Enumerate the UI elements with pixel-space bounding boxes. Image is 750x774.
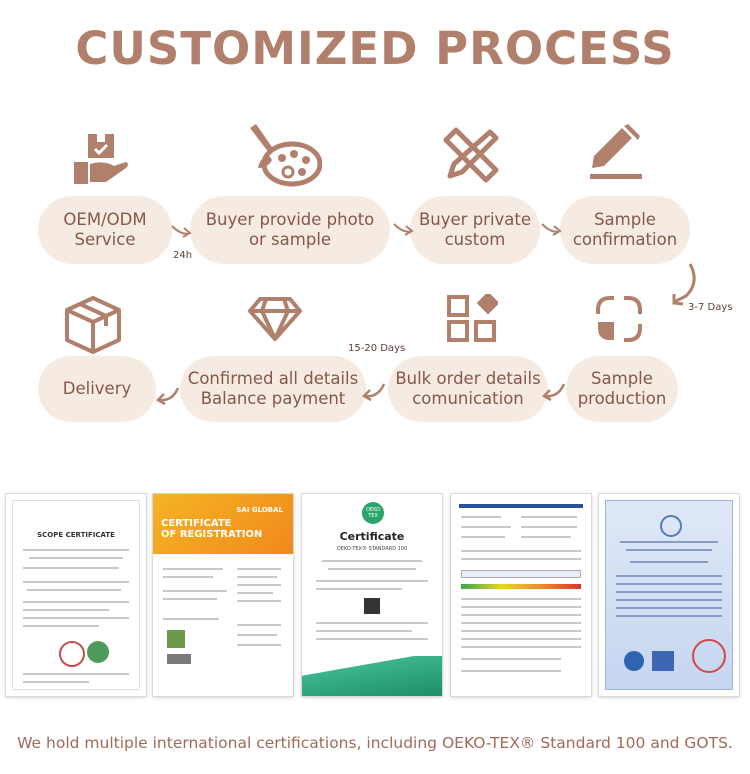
arrow-right-icon — [393, 223, 414, 236]
certificate-brand: SAI GLOBAL — [236, 506, 283, 514]
page-title: CUSTOMIZED PROCESS — [75, 22, 675, 75]
certificate-test-report — [451, 494, 591, 696]
step-delivery: Delivery — [38, 356, 156, 422]
seal-icon — [59, 641, 85, 667]
palette-brush-icon — [250, 124, 322, 187]
certificate-heading: Certificate — [339, 530, 405, 543]
certificate-heading: CERTIFICATE OF REGISTRATION — [161, 518, 263, 540]
step-confirmed-details: Confirmed all details Balance payment — [180, 356, 366, 422]
arrow-left-icon — [155, 387, 180, 406]
oeko-tex-badge: OEKO TEX — [362, 502, 384, 524]
certificate-heading: SCOPE CERTIFICATE — [37, 531, 115, 539]
rating-bar — [461, 584, 581, 589]
arrow-left-icon — [541, 383, 566, 402]
arrow-right-icon — [171, 225, 192, 238]
fsc-logo-icon — [167, 630, 185, 648]
worker-box-icon — [74, 134, 128, 184]
certificate-oeko-tex: OEKO TEX Certificate OEKO-TEX® STANDARD … — [302, 494, 442, 696]
arrow-left-icon — [361, 383, 386, 402]
cnas-logo-icon — [652, 651, 674, 671]
duration-3-7-days: 3-7 Days — [688, 302, 733, 313]
arrow-curve-down-icon — [672, 263, 696, 306]
step-buyer-private-custom: Buyer private custom — [410, 196, 540, 264]
qr-code-icon — [364, 598, 380, 614]
diamond-icon — [248, 297, 302, 341]
duration-15-20-days: 15-20 Days — [348, 343, 406, 354]
emblem-icon — [660, 515, 682, 537]
step-sample-confirmation: Sample confirmation — [560, 196, 690, 264]
step-sample-production: Sample production — [566, 356, 678, 422]
certificate-registration: SAI GLOBAL CERTIFICATE OF REGISTRATION — [153, 494, 293, 696]
pen-sign-icon — [590, 124, 642, 179]
pencil-ruler-icon — [443, 127, 499, 183]
step-buyer-provide-photo: Buyer provide photo or sample — [190, 196, 390, 264]
certificate-subheading: OEKO-TEX® STANDARD 100 — [336, 546, 408, 552]
package-box-icon — [65, 296, 121, 354]
certificate-scope: SCOPE CERTIFICATE — [6, 494, 146, 696]
stamp-icon — [692, 639, 726, 673]
corner-shapes-icon — [596, 296, 642, 342]
grid-shapes-icon — [447, 294, 498, 342]
footer-text: We hold multiple international certifica… — [17, 734, 733, 752]
gots-logo-icon — [87, 641, 109, 663]
step-bulk-order-details: Bulk order details comunication — [388, 356, 548, 422]
certificate-conformity — [599, 494, 739, 696]
duration-24h: 24h — [173, 250, 193, 261]
step-oem-odm-service: OEM/ODM Service — [38, 196, 172, 264]
iaf-logo-icon — [624, 651, 644, 671]
arrow-right-icon — [541, 223, 562, 236]
asi-logo-icon — [167, 654, 191, 664]
